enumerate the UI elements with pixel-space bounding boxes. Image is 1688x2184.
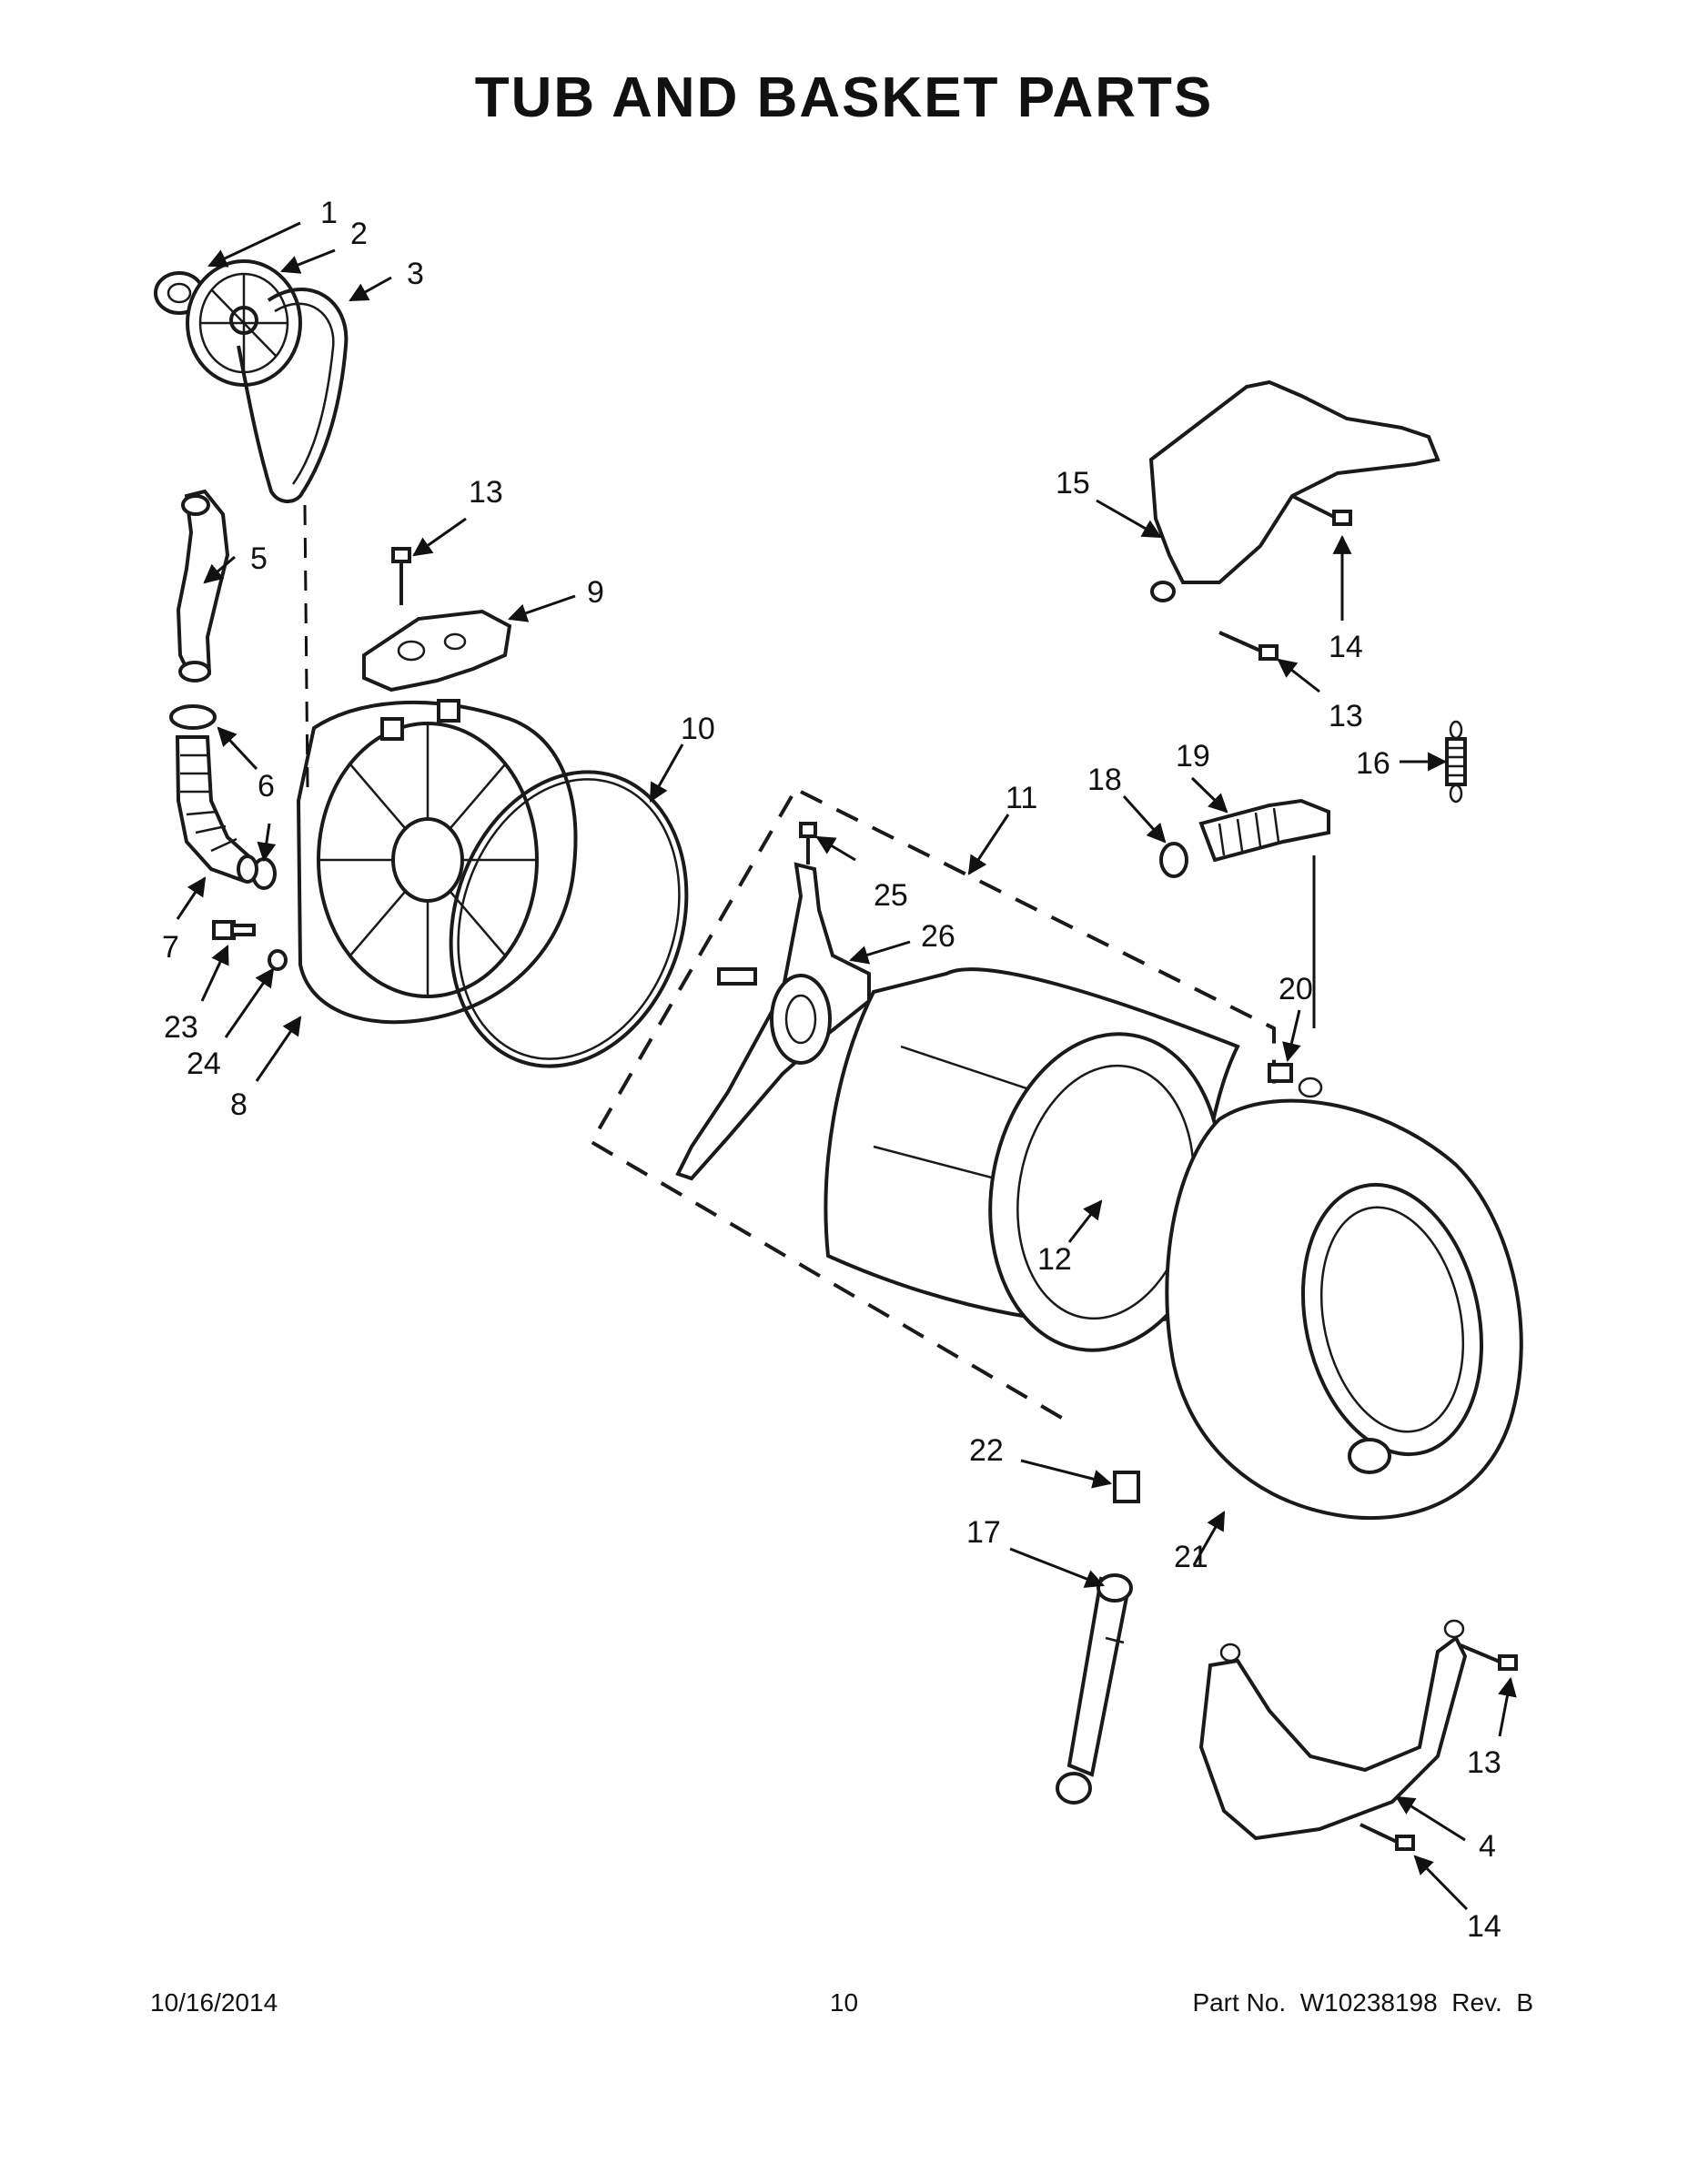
footer-page-number: 10	[829, 1988, 859, 2017]
part-screw-13-top	[391, 547, 411, 605]
callout-4: 4	[1479, 1829, 1496, 1864]
part-screw-14-top	[1291, 494, 1352, 526]
callout-labels: 1 2 3 5 6 7 23 24 8 13 9 10 11 25 26 12 …	[162, 196, 1501, 1944]
callout-10: 10	[681, 712, 715, 746]
part-screw-13-bottom	[1460, 1643, 1518, 1671]
part-counterweight-top	[1148, 379, 1440, 602]
part-fitting-23	[212, 920, 256, 940]
part-shock-absorber	[1056, 1573, 1133, 1805]
alignment-lines	[303, 504, 1316, 1028]
callout-2: 2	[350, 217, 368, 251]
callout-13-top: 13	[469, 475, 503, 510]
part-clamp-18	[1159, 842, 1188, 878]
part-front-tub	[1165, 1077, 1523, 1521]
part-spider	[675, 862, 871, 1181]
callout-3: 3	[407, 257, 424, 291]
callout-14-bottom: 14	[1467, 1909, 1501, 1944]
callout-17: 17	[966, 1515, 1001, 1550]
part-counterweight-bottom	[1198, 1619, 1468, 1841]
part-clip-20	[1268, 1063, 1293, 1083]
callout-7: 7	[162, 930, 179, 965]
callout-11: 11	[1006, 781, 1037, 815]
callout-8: 8	[230, 1087, 248, 1122]
part-bracket-9	[362, 609, 512, 693]
callout-6: 6	[258, 769, 275, 804]
leader-lines	[176, 221, 1517, 1911]
callout-26: 26	[921, 919, 955, 954]
part-fitting-24	[268, 949, 288, 971]
callout-18: 18	[1087, 763, 1122, 797]
part-spring	[1445, 720, 1467, 804]
callout-14-top: 14	[1329, 630, 1363, 664]
callout-19: 19	[1176, 739, 1210, 774]
callout-5: 5	[250, 541, 268, 576]
part-rear-tub	[296, 699, 578, 1025]
basket-assembly-outline	[589, 790, 1276, 1421]
part-screw-13-mid	[1218, 631, 1279, 661]
part-pulley	[186, 259, 302, 387]
footer-date: 10/16/2014	[150, 1988, 278, 2017]
callout-22: 22	[969, 1433, 1004, 1468]
callout-9: 9	[587, 575, 604, 610]
part-hose-upper	[176, 489, 230, 682]
part-screw-14-bottom	[1359, 1823, 1415, 1851]
callout-24: 24	[187, 1046, 221, 1081]
callout-15: 15	[1056, 466, 1090, 500]
page-title: TUB AND BASKET PARTS	[474, 66, 1214, 129]
callout-13-bottom: 13	[1467, 1745, 1501, 1780]
part-basket	[824, 967, 1240, 1352]
part-hose-19	[1198, 798, 1330, 863]
part-hose-corrugated	[175, 735, 258, 884]
footer-part-number: Part No. W10238198 Rev. B	[1192, 1988, 1533, 2017]
callout-20: 20	[1279, 972, 1313, 1006]
callout-1: 1	[320, 196, 338, 230]
callout-16: 16	[1356, 746, 1390, 781]
part-screw-25	[799, 822, 817, 864]
callout-13-mid: 13	[1329, 699, 1363, 733]
callout-12: 12	[1037, 1242, 1072, 1277]
callout-21: 21	[1174, 1540, 1208, 1574]
callout-25: 25	[874, 878, 908, 913]
part-clip-22	[1113, 1471, 1140, 1503]
callout-23: 23	[164, 1010, 198, 1045]
part-tub-seal-ring	[449, 770, 689, 1068]
part-belt	[237, 288, 349, 503]
